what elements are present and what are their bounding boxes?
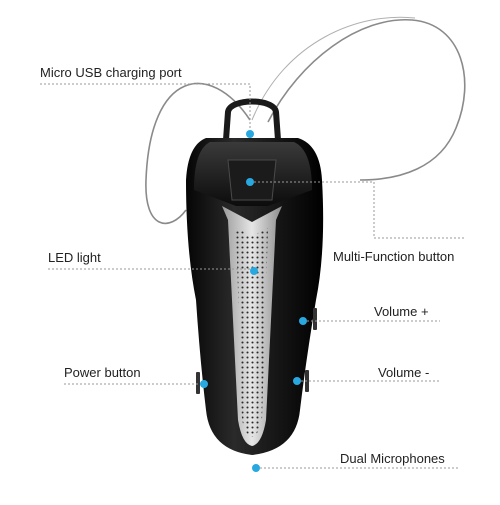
callout-dot-vol-down (293, 377, 301, 385)
leader-line-mfb (250, 181, 466, 239)
label-volume-down: Volume - (378, 365, 430, 380)
label-led-light: LED light (48, 250, 101, 265)
label-multi-function-button: Multi-Function button (333, 249, 455, 264)
callout-dot-vol-up (299, 317, 307, 325)
callout-dot-power (200, 380, 208, 388)
leader-line-usb (40, 83, 251, 132)
label-volume-up: Volume + (374, 304, 429, 319)
label-dual-microphones: Dual Microphones (340, 451, 445, 466)
ear-hook (145, 16, 466, 225)
callout-dots (200, 130, 307, 472)
callout-dot-mfb (246, 178, 254, 186)
callout-dot-usb (246, 130, 254, 138)
leader-lines (40, 83, 466, 469)
callout-dot-led (250, 267, 258, 275)
label-power-button: Power button (64, 365, 141, 380)
callout-dot-mics (252, 464, 260, 472)
volume-up-button (313, 308, 317, 330)
power-button-side (196, 372, 200, 394)
label-micro-usb-port: Micro USB charging port (40, 65, 182, 80)
speaker-grille-dots (236, 228, 268, 437)
charging-port-loop (223, 98, 281, 143)
